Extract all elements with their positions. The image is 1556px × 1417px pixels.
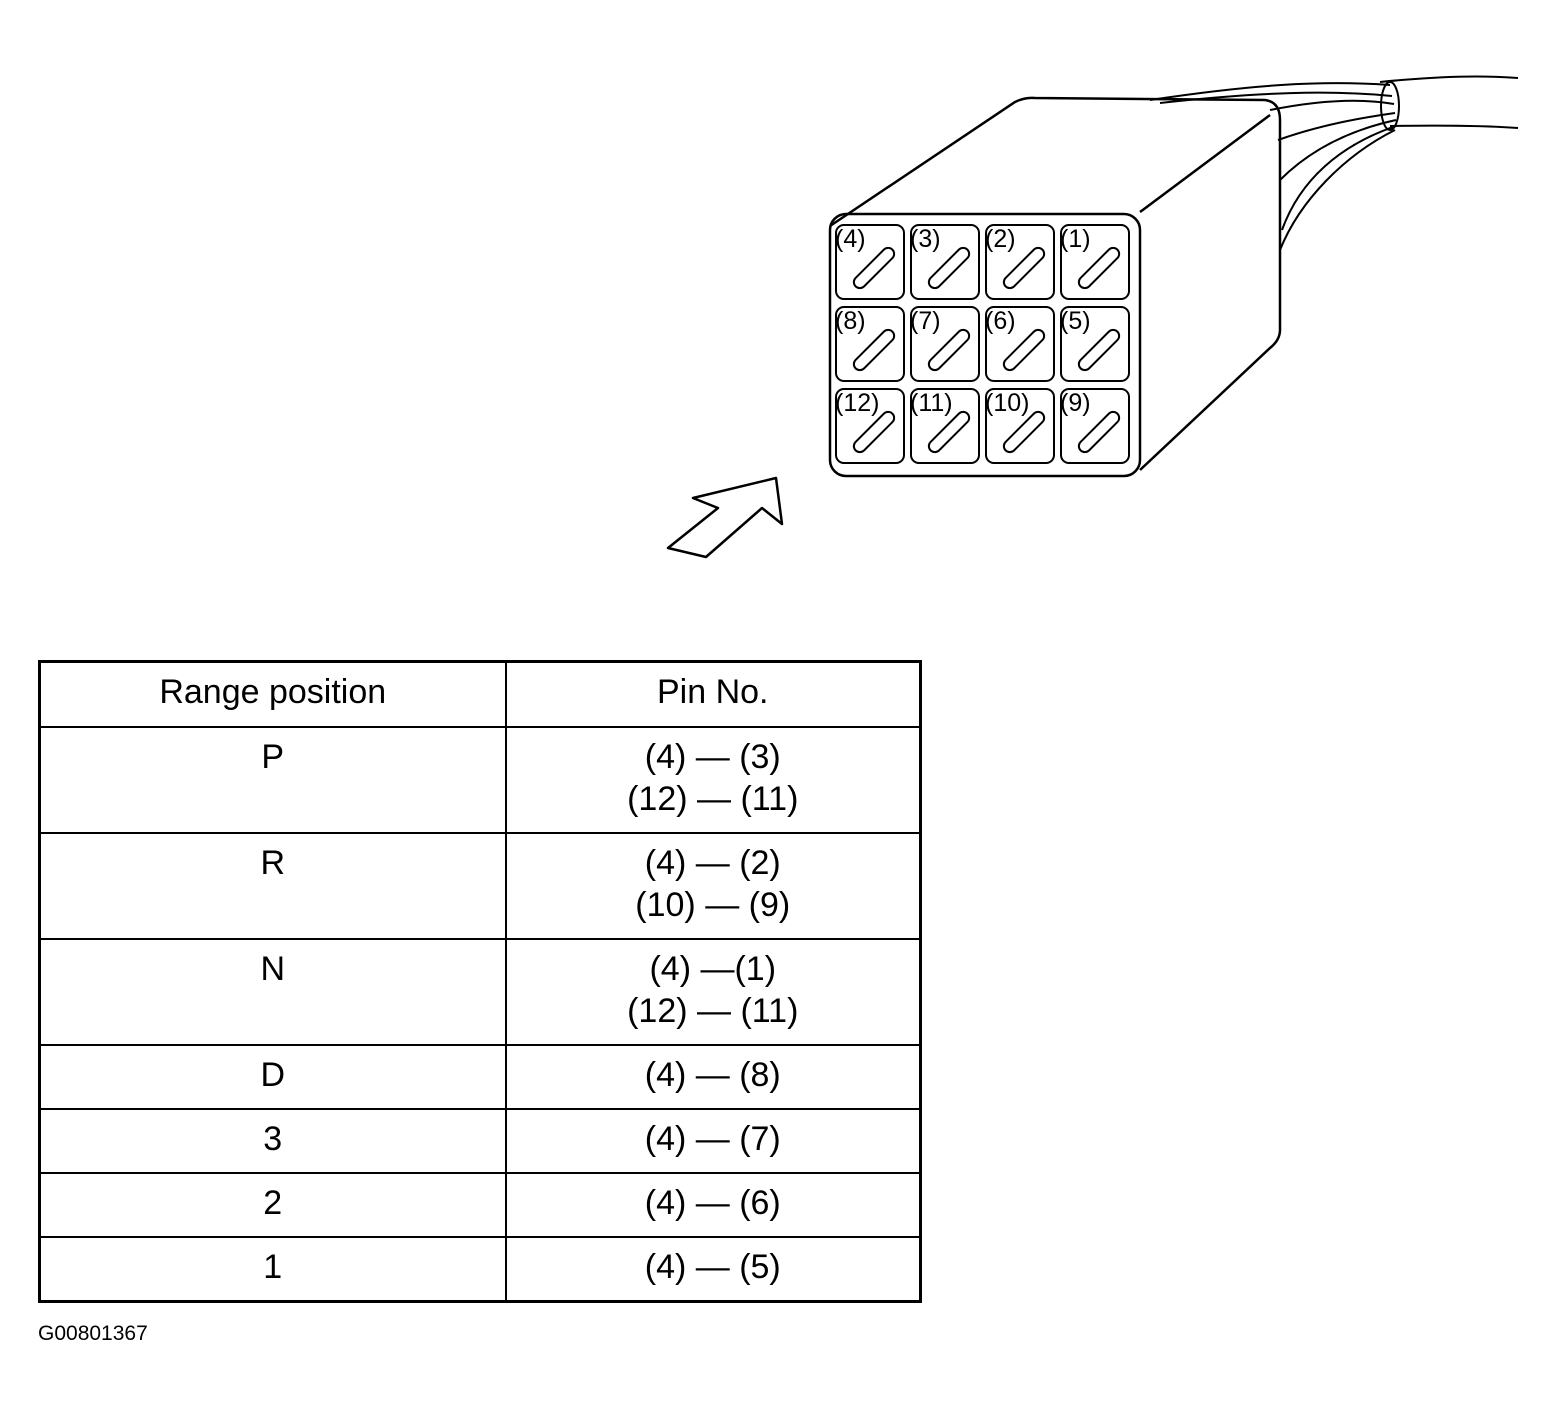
pin-number-label: (6) — [985, 307, 1016, 335]
range-position-cell: P — [38, 726, 507, 834]
table-row: R (4) — (2) (10) — (9) — [38, 832, 922, 940]
pin-cavity: (11) — [910, 388, 980, 464]
pin-pair: (4) — (5) — [644, 1248, 781, 1286]
range-position-cell: 2 — [38, 1172, 507, 1238]
table-row: N (4) —(1) (12) — (11) — [38, 938, 922, 1046]
pin-pair: (12) — (11) — [627, 780, 799, 818]
pin-cavity: (12) — [835, 388, 905, 464]
pin-slot — [927, 410, 971, 454]
pin-pair: (4) — (3) — [644, 738, 781, 776]
pin-cavity: (6) — [985, 306, 1055, 382]
pin-cavities: (4) (3) (2) (1) (8) (7) (6) (5) (12) (11) (10) (9) — [835, 224, 1130, 464]
connector-body — [828, 96, 1282, 478]
view-direction-arrow — [666, 476, 784, 559]
pin-pair: (4) —(1) — [649, 950, 777, 988]
pin-cavity: (7) — [910, 306, 980, 382]
range-position-cell: 3 — [38, 1108, 507, 1174]
pin-number-label: (1) — [1060, 225, 1091, 253]
range-position-cell: 1 — [38, 1236, 507, 1303]
pin-no-cell: (4) — (2) (10) — (9) — [504, 832, 922, 940]
pin-number-label: (5) — [1060, 307, 1091, 335]
pin-slot — [1077, 328, 1121, 372]
pin-cavity: (1) — [1060, 224, 1130, 300]
pin-pair: (12) — (11) — [627, 992, 799, 1030]
pin-slot — [852, 410, 896, 454]
pin-slot — [927, 328, 971, 372]
pin-slot — [1002, 410, 1046, 454]
pin-number-label: (11) — [910, 389, 953, 417]
pin-no-cell: (4) — (8) — [504, 1044, 922, 1110]
header-range-position: Range position — [38, 660, 507, 728]
pin-slot — [1002, 246, 1046, 290]
pin-pair: (10) — (9) — [635, 886, 791, 924]
pin-slot — [1002, 328, 1046, 372]
pin-no-cell: (4) — (3) (12) — (11) — [504, 726, 922, 834]
pin-cavity: (5) — [1060, 306, 1130, 382]
pin-slot — [927, 246, 971, 290]
pin-number-label: (3) — [910, 225, 941, 253]
pin-number-label: (7) — [910, 307, 941, 335]
pin-number-label: (4) — [835, 225, 866, 253]
header-pin-no: Pin No. — [504, 660, 922, 728]
pin-cavity: (8) — [835, 306, 905, 382]
table-row: D (4) — (8) — [38, 1044, 922, 1110]
table-row: P (4) — (3) (12) — (11) — [38, 726, 922, 834]
pin-slot — [1077, 246, 1121, 290]
pin-cavity: (2) — [985, 224, 1055, 300]
pin-slot — [852, 328, 896, 372]
table-row: 1 (4) — (5) — [38, 1236, 922, 1303]
pin-pair: (4) — (6) — [644, 1184, 781, 1222]
pin-cavity: (10) — [985, 388, 1055, 464]
pin-cavity: (3) — [910, 224, 980, 300]
pin-pair: (4) — (8) — [644, 1056, 781, 1094]
table-row: 2 (4) — (6) — [38, 1172, 922, 1238]
pin-number-label: (8) — [835, 307, 866, 335]
pin-cavity: (9) — [1060, 388, 1130, 464]
pin-no-cell: (4) — (7) — [504, 1108, 922, 1174]
pin-slot — [1077, 410, 1121, 454]
pin-number-label: (9) — [1060, 389, 1091, 417]
pin-number-label: (10) — [985, 389, 1029, 417]
pin-slot — [852, 246, 896, 290]
pin-number-label: (2) — [985, 225, 1016, 253]
figure-id: G00801367 — [38, 1322, 148, 1345]
range-position-cell: N — [38, 938, 507, 1046]
pin-pair: (4) — (2) — [644, 844, 781, 882]
pin-check-table: Range position Pin No. P (4) — (3) (12) — … — [38, 660, 922, 1303]
pin-no-cell: (4) — (6) — [504, 1172, 922, 1238]
pin-no-cell: (4) — (5) — [504, 1236, 922, 1303]
pin-pair: (4) — (7) — [644, 1120, 781, 1158]
table-header-row: Range position Pin No. — [38, 660, 922, 728]
range-position-cell: D — [38, 1044, 507, 1110]
connector-illustration: (4) (3) (2) (1) (8) (7) (6) (5) (12) (11) (10) (9) — [666, 75, 1519, 559]
pin-cavity: (4) — [835, 224, 905, 300]
pin-no-cell: (4) —(1) (12) — (11) — [504, 938, 922, 1046]
table-row: 3 (4) — (7) — [38, 1108, 922, 1174]
pin-number-label: (12) — [835, 389, 879, 417]
range-position-cell: R — [38, 832, 507, 940]
